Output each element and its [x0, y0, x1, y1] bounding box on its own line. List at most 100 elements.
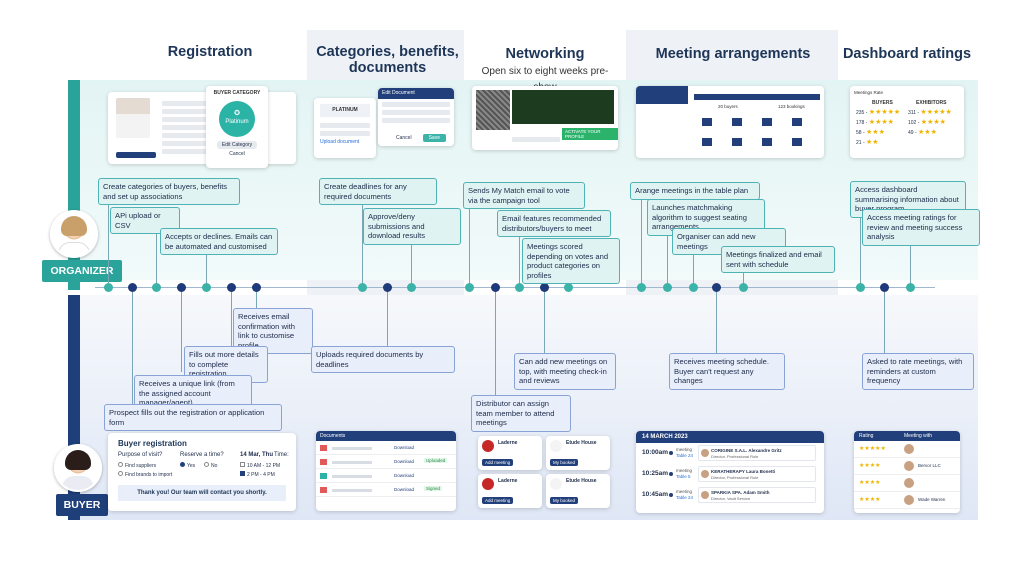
- document-name-bar: [332, 447, 372, 450]
- star-icons: ★★★★: [868, 119, 894, 126]
- badge-shield-icon: ✪: [234, 110, 240, 117]
- campaign-banner: [512, 90, 614, 124]
- rating-list-row[interactable]: ★★★★★: [854, 441, 960, 458]
- star-icons: ★★★★★: [859, 446, 886, 452]
- edit-category-button[interactable]: Edit Category: [217, 141, 257, 149]
- meeting-label: meeting: [676, 489, 693, 494]
- document-name-bar: [332, 461, 372, 464]
- documents-title: Documents: [316, 431, 456, 441]
- column-title-dashboard: Dashboard ratings: [842, 46, 972, 62]
- step-accept-decline: Accepts or declines. Emails can be autom…: [160, 228, 278, 255]
- checkbox-icon: [240, 462, 245, 467]
- exhibitors-rating-row: 102 - ★★★★: [908, 118, 962, 128]
- timeline-dot: [880, 283, 889, 292]
- time-label: Time:: [274, 452, 289, 458]
- purpose-option-1[interactable]: Find suppliers: [118, 462, 156, 469]
- timeline-dot: [407, 283, 416, 292]
- attendee-avatar-group: [904, 495, 914, 505]
- edit-save-button[interactable]: Save: [422, 134, 446, 142]
- company-action-button[interactable]: My booked: [550, 459, 579, 466]
- timeline-dot: [358, 283, 367, 292]
- document-file-icon: [320, 445, 327, 451]
- timeline-dot: [128, 283, 137, 292]
- rating-list-row[interactable]: ★★★★Bervor LLC: [854, 458, 960, 475]
- step-prospect-fills-form: Prospect fills out the registration or a…: [104, 404, 282, 431]
- timeline-dot: [227, 283, 236, 292]
- timeline-node-icon: [669, 472, 673, 476]
- timeline-dot: [177, 283, 186, 292]
- timeline-dot: [104, 283, 113, 292]
- step-assign-team-member: Distributor can assign team member to at…: [471, 395, 571, 432]
- step-access-ratings: Access meeting ratings for review and me…: [862, 209, 980, 246]
- step-approve-deny: Approve/deny submissions and download re…: [363, 208, 461, 245]
- buyers-rating-row: 235 - ★★★★★: [856, 108, 908, 118]
- company-action-button[interactable]: Add meeting: [482, 459, 514, 466]
- rating-list-screenshot: Rating Meeting with ★★★★★★★★★Bervor LLC★…: [854, 431, 960, 513]
- purpose-label: Purpose of visit?: [118, 452, 163, 458]
- rating-count: 311 -: [908, 110, 921, 116]
- download-link[interactable]: Download: [394, 445, 415, 450]
- timeline-dot: [152, 283, 161, 292]
- star-icons: ★★★★★: [920, 109, 952, 116]
- rating-count: 58 -: [856, 130, 867, 136]
- reserve-label: Reserve a time?: [180, 452, 224, 458]
- company-action-button[interactable]: My booked: [550, 497, 579, 504]
- rating-list-row[interactable]: ★★★★: [854, 475, 960, 492]
- reserve-yes[interactable]: Yes: [180, 462, 195, 469]
- platinum-badge: ✪ Platinum: [219, 101, 255, 137]
- upload-document-link[interactable]: Upload document: [320, 139, 360, 145]
- timeline-dot: [252, 283, 261, 292]
- download-link[interactable]: Download: [394, 487, 415, 492]
- meeting-company: KERATHERAPY Laura Bonetti: [711, 469, 776, 474]
- bookings-count: 123 bookings: [778, 104, 805, 109]
- rating-count: 102 -: [908, 120, 921, 126]
- slot-1[interactable]: 10 AM - 12 PM: [240, 462, 280, 469]
- timeline-dot: [540, 283, 549, 292]
- rating-list-row[interactable]: ★★★★Wade Warren: [854, 492, 960, 509]
- save-pill: [116, 152, 156, 158]
- meeting-table: Table 24: [676, 495, 694, 500]
- download-link[interactable]: Download: [394, 473, 415, 478]
- slot-2[interactable]: 2 PM - 4 PM: [240, 471, 275, 478]
- star-icons: ★★★★★: [868, 109, 901, 116]
- edit-cancel-button[interactable]: Cancel: [396, 135, 412, 141]
- timeline-dot: [515, 283, 524, 292]
- cancel-button[interactable]: Cancel: [229, 151, 245, 157]
- buyer-category-title: BUYER CATEGORY: [213, 90, 261, 96]
- timeline-dot: [856, 283, 865, 292]
- meeting-role: Director, Vault Service: [711, 496, 751, 501]
- buyer-registration-form: Buyer registration Purpose of visit? Fin…: [108, 433, 296, 511]
- star-icons: ★★: [866, 139, 879, 146]
- document-name-bar: [332, 489, 372, 492]
- timeline-dot: [383, 283, 392, 292]
- purpose-option-2[interactable]: Find brands to import: [118, 471, 172, 478]
- company-card[interactable]: Etude House My booked: [546, 474, 610, 508]
- document-name-bar: [332, 475, 372, 478]
- attendee-avatar-group: [904, 478, 914, 488]
- organizer-tag: ORGANIZER: [42, 260, 122, 282]
- star-icons: ★★★★: [859, 463, 881, 469]
- company-action-button[interactable]: Add meeting: [482, 497, 514, 504]
- star-icons: ★★★: [866, 129, 885, 136]
- meeting-role: Director, Professional Role: [711, 475, 759, 480]
- timeline-dot: [202, 283, 211, 292]
- reserve-no[interactable]: No: [204, 462, 217, 469]
- download-link[interactable]: Download: [394, 459, 415, 464]
- attendee-avatar-group: [904, 444, 914, 454]
- buyers-ratings: 235 - ★★★★★178 - ★★★★58 - ★★★21 - ★★: [856, 108, 908, 148]
- company-name: Laderne: [498, 440, 518, 446]
- company-name: Etude House: [566, 478, 597, 484]
- schedule-time: 10:45am: [642, 491, 669, 498]
- activate-profile-button[interactable]: ACTIVATE YOUR PROFILE: [562, 128, 618, 140]
- radio-icon: [204, 462, 209, 467]
